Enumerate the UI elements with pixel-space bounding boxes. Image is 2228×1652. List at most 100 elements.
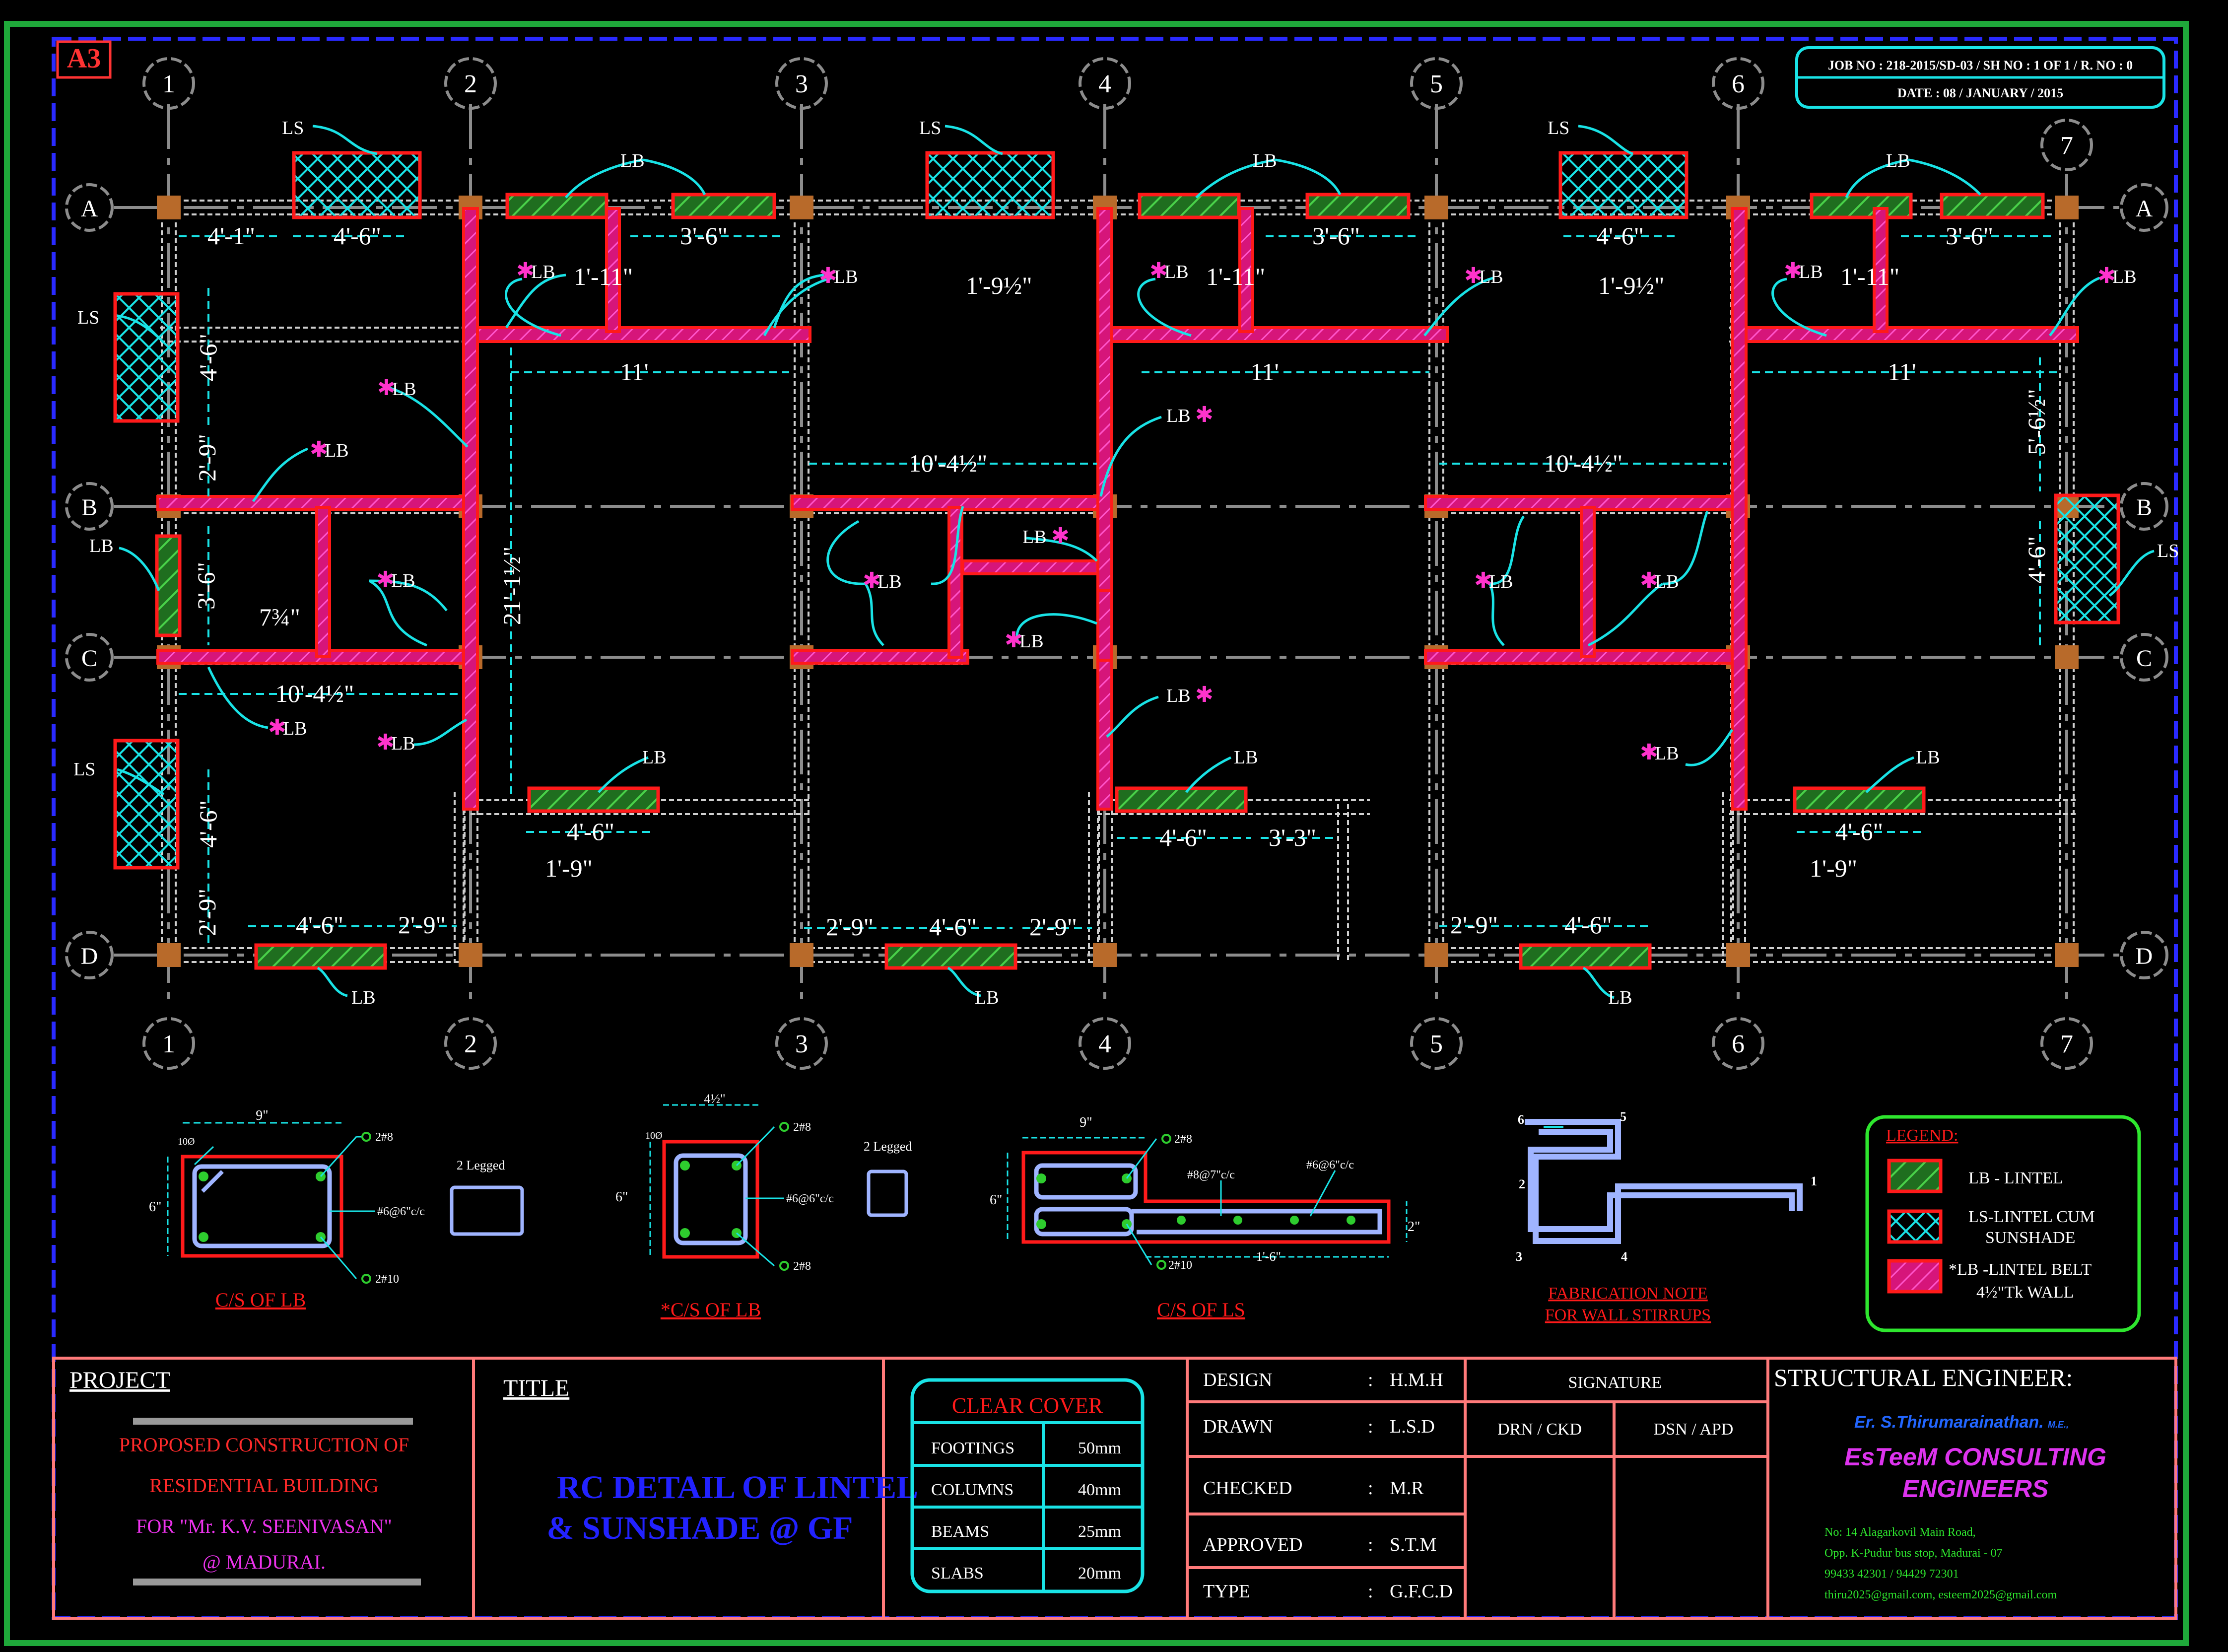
svg-text:6": 6" <box>149 1199 161 1215</box>
lintel-belt <box>1580 506 1596 658</box>
svg-text::: : <box>1368 1478 1373 1499</box>
sig-dsn-apd: DSN / APD <box>1654 1420 1734 1439</box>
grid-bubble-label: 4 <box>1098 1030 1111 1058</box>
leader <box>1275 158 1342 196</box>
lintel-belt <box>156 495 472 511</box>
tag-lb: LB <box>1164 262 1189 282</box>
leader <box>945 125 1003 155</box>
belt-star: ✱ <box>863 568 881 593</box>
leader <box>931 506 964 585</box>
tag-lb: LB <box>1022 527 1047 548</box>
lintel-lb <box>1115 786 1248 813</box>
leader <box>1662 511 1709 585</box>
dimension-label: 3'-6" <box>680 222 728 250</box>
svg-text:#6@6"c/c: #6@6"c/c <box>1306 1159 1354 1171</box>
tag: LS <box>282 118 304 138</box>
dimension-label: 4'-6" <box>194 800 222 848</box>
leader <box>117 768 165 796</box>
dimension-label: 4'-6" <box>1564 911 1612 939</box>
svg-text:BEAMS: BEAMS <box>931 1522 989 1541</box>
tag-lb: LB <box>834 267 858 287</box>
legend-belt-1: *LB -LINTEL BELT <box>1949 1260 2092 1279</box>
dimension-label: 10'-4½" <box>1544 449 1623 477</box>
role-design: DESIGN <box>1203 1370 1272 1390</box>
lintel-belt <box>947 506 963 659</box>
grid-bubble-label: 5 <box>1430 70 1443 98</box>
lintel-belt <box>1731 207 1748 811</box>
dimension-label: 1'-11" <box>574 263 633 290</box>
lintel-lb <box>1519 943 1652 970</box>
svg-text:9": 9" <box>1080 1115 1092 1130</box>
sunshade-ls <box>2054 493 2120 624</box>
svg-text:25mm: 25mm <box>1078 1522 1121 1541</box>
dimension-label: 1'-9½" <box>1598 272 1665 299</box>
dimension-label: 1'-9" <box>545 854 593 882</box>
column <box>1093 943 1117 967</box>
leader <box>1489 515 1525 585</box>
svg-text:FOOTINGS: FOOTINGS <box>931 1439 1014 1457</box>
svg-text:2": 2" <box>1408 1219 1420 1235</box>
svg-text:S.T.M: S.T.M <box>1390 1534 1436 1555</box>
belt-star: ✱ <box>1640 740 1658 764</box>
svg-text:COLUMNS: COLUMNS <box>931 1481 1013 1499</box>
svg-text:40mm: 40mm <box>1078 1481 1121 1499</box>
grid-bubble-label: 1 <box>162 70 175 98</box>
grid-bubble-label: 2 <box>464 1030 477 1058</box>
tag-lb: LB <box>1166 686 1191 706</box>
tag-lb: LB <box>878 571 902 592</box>
cs-lb-belt-title: *C/S OF LB <box>661 1299 761 1321</box>
svg-text:#6@6"c/c: #6@6"c/c <box>786 1192 834 1205</box>
sunshade-ls <box>113 292 180 423</box>
grid-bubble-label: 7 <box>2060 132 2073 160</box>
lintel-lb <box>884 943 1017 970</box>
leader <box>1185 756 1232 793</box>
legend: LEGEND: LB - LINTEL LS-LINTEL CUM SUNSHA… <box>1865 1115 2141 1332</box>
dimension-label: 10'-4½" <box>909 449 988 477</box>
tag-lb: LB <box>325 440 349 461</box>
svg-text:M.R: M.R <box>1390 1478 1424 1499</box>
engineer-name: Er. S.Thirumarainathan. <box>1854 1413 2044 1432</box>
grid-bubble <box>2120 931 2168 979</box>
dimension-label: 4'-6" <box>1835 818 1883 845</box>
tag: LS <box>73 759 95 780</box>
grid-bubble <box>1410 57 1463 110</box>
svg-text:10Ø: 10Ø <box>645 1130 662 1141</box>
lintel-belt <box>605 207 621 333</box>
lintel-belt <box>156 649 472 665</box>
tag: LB <box>975 987 999 1008</box>
outer-border <box>4 21 2189 1646</box>
dimension-label: 2'-9" <box>193 434 221 482</box>
address-3: 99433 42301 / 94429 72301 <box>1824 1568 1959 1581</box>
dimension-label: 3'-6" <box>1312 222 1360 250</box>
svg-text:2: 2 <box>1519 1177 1525 1191</box>
lintel-lb <box>671 193 776 219</box>
dimension-label: 7¾" <box>259 603 300 631</box>
svg-text:3: 3 <box>1516 1249 1522 1264</box>
engineer-degree: M.E., <box>2048 1420 2069 1430</box>
belt-star: ✱ <box>819 264 837 288</box>
detail-cs-lb-belt: 4½" 6" 10Ø 2#8 2#8 #6@6"c/c 2 Legged *C/… <box>615 1092 912 1321</box>
title-line-1: RC DETAIL OF LINTEL <box>557 1469 918 1506</box>
project-line-3: FOR "Mr. K.V. SEENIVASAN" <box>136 1515 392 1537</box>
cs-ls-title: C/S OF LS <box>1157 1299 1245 1321</box>
belt-star: ✱ <box>1149 259 1168 283</box>
belt-star: ✱ <box>1005 628 1023 652</box>
leader <box>2108 550 2155 597</box>
legend-ls-1: LS-LINTEL CUM <box>1968 1208 2095 1226</box>
leader <box>1578 125 1633 155</box>
svg-text:1: 1 <box>1811 1174 1817 1188</box>
tag: LB <box>1234 747 1258 768</box>
role-drawn: DRAWN <box>1203 1416 1273 1437</box>
svg-text:2 Legged: 2 Legged <box>864 1139 912 1154</box>
column <box>2055 943 2079 967</box>
tag-lb: LB <box>391 570 415 591</box>
column <box>1726 943 1750 967</box>
grid-bubble-label: C <box>81 645 97 672</box>
tag: LB <box>1608 987 1632 1008</box>
leader <box>1587 582 1664 647</box>
svg-text:50mm: 50mm <box>1078 1439 1121 1457</box>
dimension-label: 1'-11" <box>1840 263 1899 290</box>
leader <box>643 158 706 196</box>
dimension-label: 11' <box>620 358 648 386</box>
